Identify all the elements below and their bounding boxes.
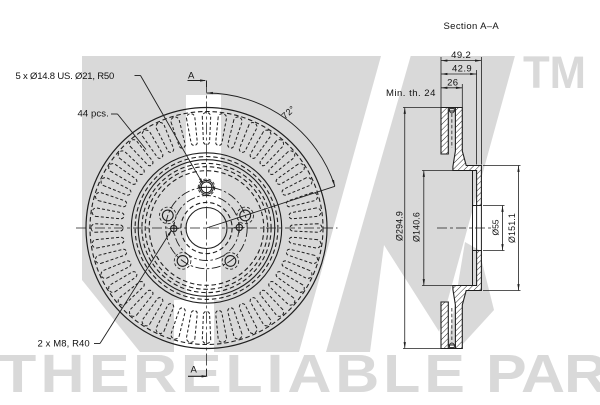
- svg-text:PART: PART: [486, 344, 600, 400]
- svg-text:RELIABLE: RELIABLE: [133, 344, 469, 400]
- svg-text:THE: THE: [0, 344, 134, 400]
- svg-text:Ø140.6: Ø140.6: [411, 212, 421, 242]
- svg-text:2 x M8, R40: 2 x M8, R40: [38, 339, 90, 350]
- svg-text:44 pcs.: 44 pcs.: [78, 109, 109, 120]
- svg-text:Ø294.9: Ø294.9: [395, 211, 405, 241]
- svg-text:42.9: 42.9: [452, 64, 472, 75]
- svg-text:Ø151.1: Ø151.1: [507, 213, 517, 243]
- svg-text:5 x Ø14.8 US. Ø21, R50: 5 x Ø14.8 US. Ø21, R50: [16, 71, 115, 82]
- svg-text:Ø55: Ø55: [491, 219, 501, 235]
- svg-text:Min. th. 24: Min. th. 24: [386, 88, 436, 99]
- svg-text:49.2: 49.2: [451, 50, 471, 61]
- svg-text:Section A–A: Section A–A: [444, 21, 500, 32]
- svg-text:A: A: [188, 71, 195, 82]
- svg-text:26: 26: [447, 77, 458, 88]
- svg-text:TM: TM: [523, 48, 586, 98]
- svg-text:A: A: [191, 365, 198, 376]
